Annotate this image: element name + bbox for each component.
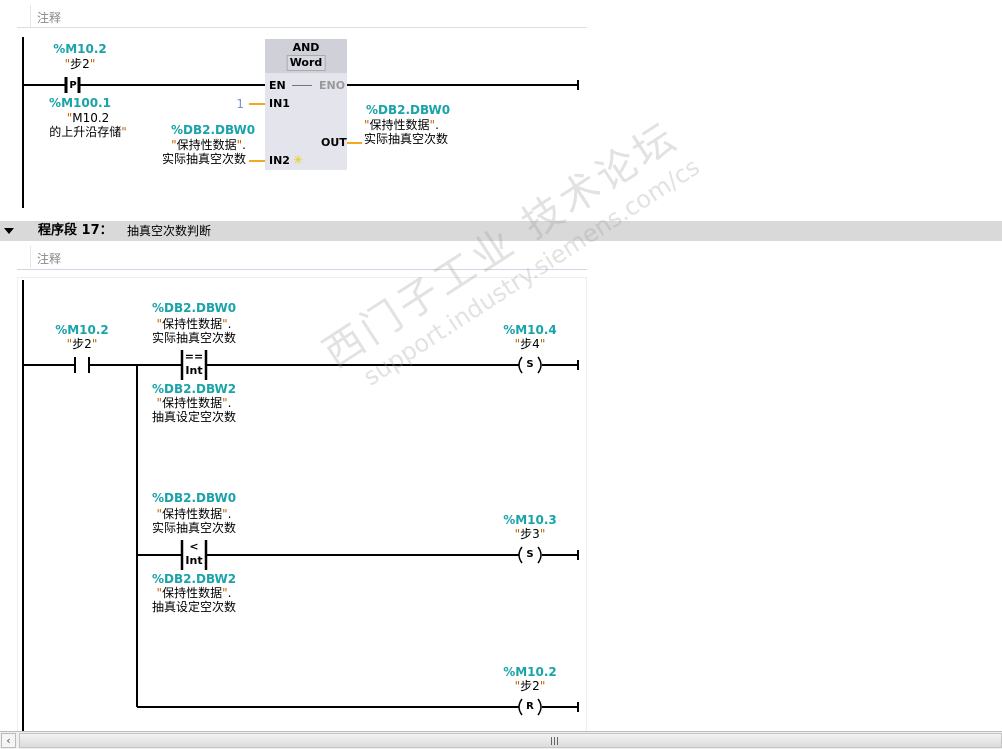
grip-icon [551,737,558,745]
coil-address: %M10.3 [503,513,557,527]
cmp-operator[interactable]: < [189,540,199,553]
out-address: %DB2.DBW0 [366,103,451,117]
contact-symbol: "步2" [66,337,98,351]
divider [17,27,587,28]
set-coil[interactable]: S [526,359,534,370]
pin-in2: IN2 [269,154,290,167]
cmp-b-address: %DB2.DBW2 [151,572,237,586]
horizontal-scrollbar[interactable]: ‹ [0,731,1002,749]
cmp-operator[interactable]: == [184,350,204,363]
contact-symbol: "步2" [64,57,96,71]
coil-symbol: "步4" [514,337,546,351]
network17-comment[interactable]: 注释 [30,246,587,268]
contact-address: %M10.2 [53,42,107,56]
box-title: AND [292,41,320,54]
network-title[interactable]: 抽真空次数判断 [127,224,212,238]
p-contact-label[interactable]: P [69,80,77,91]
contact-address: %M10.2 [55,323,109,337]
add-input-icon[interactable]: ✳ [293,153,304,167]
cmp-b-symbol: "保持性数据".抽真设定空次数 [151,586,237,614]
pin-out: OUT [321,136,347,149]
coil-symbol: "步2" [514,679,546,693]
no-contact[interactable] [70,355,94,375]
cmp-a-symbol: "保持性数据".实际抽真空次数 [151,317,237,345]
coil-symbol: "步3" [514,527,546,541]
cmp-a-address: %DB2.DBW0 [151,301,237,315]
set-coil[interactable]: S [526,549,534,560]
cmp-type[interactable]: Int [185,364,203,377]
cmp-type[interactable]: Int [185,554,203,567]
network-label: 程序段 17： [38,223,113,238]
coil-address: %M10.2 [503,665,557,679]
in2-address: %DB2.DBW0 [170,123,256,137]
box-type[interactable]: Word [286,55,326,71]
scroll-left-arrow-icon[interactable]: ‹ [1,733,16,748]
pin-in1: IN1 [269,97,290,110]
network17-header[interactable]: 程序段 17： 抽真空次数判断 [0,221,1002,241]
in1-value[interactable]: 1 [236,97,244,111]
coil-address: %M10.4 [503,323,557,337]
collapse-triangle-icon[interactable] [4,228,14,234]
cmp-b-address: %DB2.DBW2 [151,382,237,396]
network16-comment[interactable]: 注释 [30,5,587,27]
in2-symbol: "保持性数据".实际抽真空次数 [161,138,246,166]
out-symbol: "保持性数据".实际抽真空次数 [364,118,449,146]
cmp-a-symbol: "保持性数据".实际抽真空次数 [151,507,237,535]
reset-coil[interactable]: R [526,701,534,712]
divider [17,269,587,270]
edge-address: %M100.1 [49,96,111,110]
pin-en: EN [269,79,286,92]
cmp-a-address: %DB2.DBW0 [151,491,237,505]
cmp-b-symbol: "保持性数据".抽真设定空次数 [151,396,237,424]
pin-eno: ENO [319,79,346,92]
and-word-box[interactable]: AND Word EN ENO IN1 IN2 OUT ✳ [265,39,347,170]
scroll-thumb[interactable] [19,733,1002,748]
